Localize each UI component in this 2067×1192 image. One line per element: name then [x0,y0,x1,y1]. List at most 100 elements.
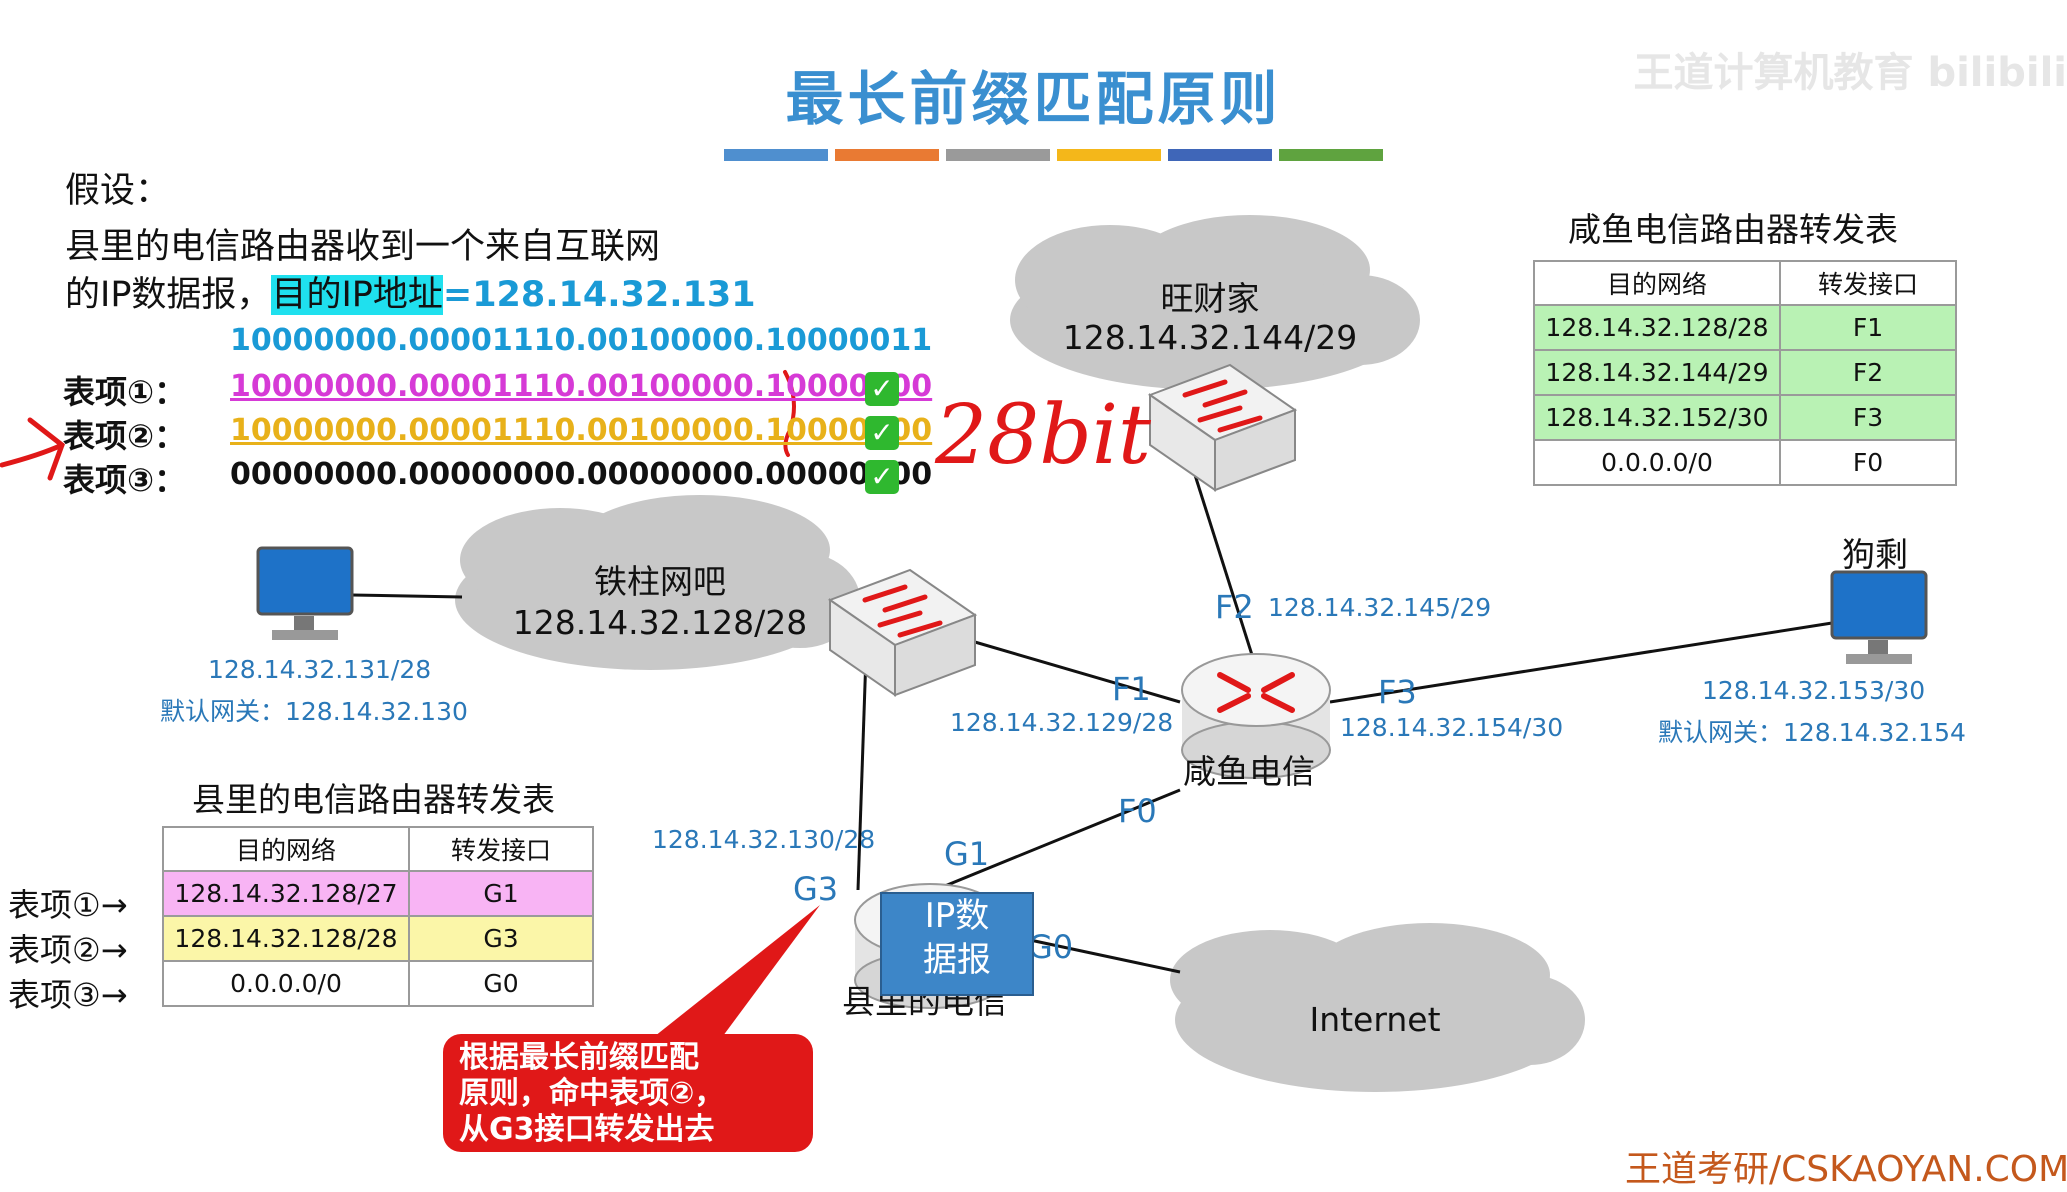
row-iface: F1 [1779,304,1957,351]
xianyu-table-title: 咸鱼电信路由器转发表 [1568,210,1898,249]
county-table-title: 县里的电信路由器转发表 [192,780,555,819]
packet-line1: IP数 [924,896,990,936]
switch-tiezhu [827,568,978,697]
links [351,474,1833,974]
iface-f1-ip: 128.14.32.129/28 [950,708,1174,737]
cloud-internet [1170,923,1585,1092]
cloud-tiezhu [455,495,860,670]
row-net: 128.14.32.128/28 [1533,304,1781,351]
check-icon: ✓ [865,372,899,406]
county-header-iface: 转发接口 [408,826,594,872]
color-bar [1168,149,1272,161]
color-bar [724,149,828,161]
county-row-label: 表项②→ [8,931,128,969]
handwritten-arrow-icon [0,417,65,481]
host-right-ip: 128.14.32.153/30 [1702,676,1926,705]
iface-f3-ip: 128.14.32.154/30 [1340,713,1564,742]
tiezhu-name: 铁柱网吧 [594,562,726,601]
row-iface: G0 [408,960,594,1007]
row-net: 128.14.32.128/27 [162,870,410,917]
check-icon: ✓ [865,416,899,450]
color-bar [1279,149,1383,161]
callout-tail [650,905,820,1040]
router-xianyu-name: 咸鱼电信 [1183,752,1315,791]
row-net: 128.14.32.152/30 [1533,394,1781,441]
wangcai-net: 128.14.32.144/29 [1062,318,1358,357]
callout-line3: 从G3接口转发出去 [459,1112,715,1147]
iface-f2: F2 [1215,588,1254,626]
row-net: 128.14.32.128/28 [162,915,410,962]
callout-line2: 原则，命中表项②， [459,1076,725,1111]
title-color-bars [724,149,1383,161]
entry-label: 表项②： [63,417,187,455]
tiezhu-net: 128.14.32.128/28 [512,603,808,642]
entry-label: 表项③： [63,461,187,499]
row-iface: F3 [1779,394,1957,441]
xianyu-header-iface: 转发接口 [1779,260,1957,306]
internet-name: Internet [1309,1000,1441,1039]
cloud-wangcai [1010,215,1420,390]
entry-label: 表项①： [63,373,187,411]
row-net: 0.0.0.0/0 [1533,439,1781,486]
footer-brand: 王道考研/CSKAOYAN.COM [1625,1149,2067,1190]
dest-ip-label: 目的IP地址 [271,275,443,315]
conclusion-callout: 根据最长前缀匹配 原则，命中表项②， 从G3接口转发出去 [443,1034,813,1152]
host-left-gateway: 默认网关：128.14.32.130 [160,697,468,726]
row-net: 0.0.0.0/0 [162,960,410,1007]
color-bar [1057,149,1161,161]
iface-f2-ip: 128.14.32.145/29 [1268,593,1492,622]
iface-f0: F0 [1118,792,1157,830]
assumption-heading: 假设： [65,171,171,211]
assumption-line2-prefix: 的IP数据报， [65,275,272,315]
iface-f1: F1 [1112,670,1151,708]
handwritten-divider-icon [783,370,796,457]
county-row-label: 表项③→ [8,976,128,1014]
entry-binary: 10000000.00001110.00100000.10000000 [230,369,933,404]
handwritten-28bit: 28bit [935,388,1152,483]
watermark: 王道计算机教育 bilibili [1633,50,2067,96]
iface-g0: G0 [1028,928,1074,966]
host-right-name: 狗剩 [1842,535,1908,574]
row-net: 128.14.32.144/29 [1533,349,1781,396]
county-row-label: 表项①→ [8,886,128,924]
color-bar [835,149,939,161]
assumption-line2: 的IP数据报，目的IP地址=128.14.32.131 [65,266,756,317]
iface-g3-ip: 128.14.32.130/28 [652,825,876,854]
entry-binary: 10000000.00001110.00100000.10000000 [230,413,933,448]
county-header-net: 目的网络 [162,826,410,872]
router-xianyu [1181,653,1331,779]
row-iface: F0 [1779,439,1957,486]
switch-wangcai [1147,363,1298,492]
page-title: 最长前缀匹配原则 [785,65,1282,133]
check-icon: ✓ [865,460,899,494]
row-iface: G3 [408,915,594,962]
iface-f3: F3 [1378,673,1417,711]
wangcai-name: 旺财家 [1160,279,1260,318]
callout-line1: 根据最长前缀匹配 [459,1040,699,1075]
host-right-icon [1830,570,1928,664]
iface-g1: G1 [944,835,990,873]
row-iface: G1 [408,870,594,917]
host-right-gateway: 默认网关：128.14.32.154 [1658,718,1966,747]
iface-g3: G3 [793,870,839,908]
ip-packet: IP数 据报 [880,892,1034,996]
binary-dest: 10000000.00001110.00100000.10000011 [230,323,933,358]
row-iface: F2 [1779,349,1957,396]
xianyu-header-net: 目的网络 [1533,260,1781,306]
assumption-line1: 县里的电信路由器收到一个来自互联网 [65,227,661,267]
host-left-icon [256,546,354,640]
packet-line2: 据报 [923,940,991,980]
color-bar [946,149,1050,161]
entry-binary: 00000000.00000000.00000000.00000000 [230,457,933,492]
dest-ip-value: =128.14.32.131 [442,275,756,315]
